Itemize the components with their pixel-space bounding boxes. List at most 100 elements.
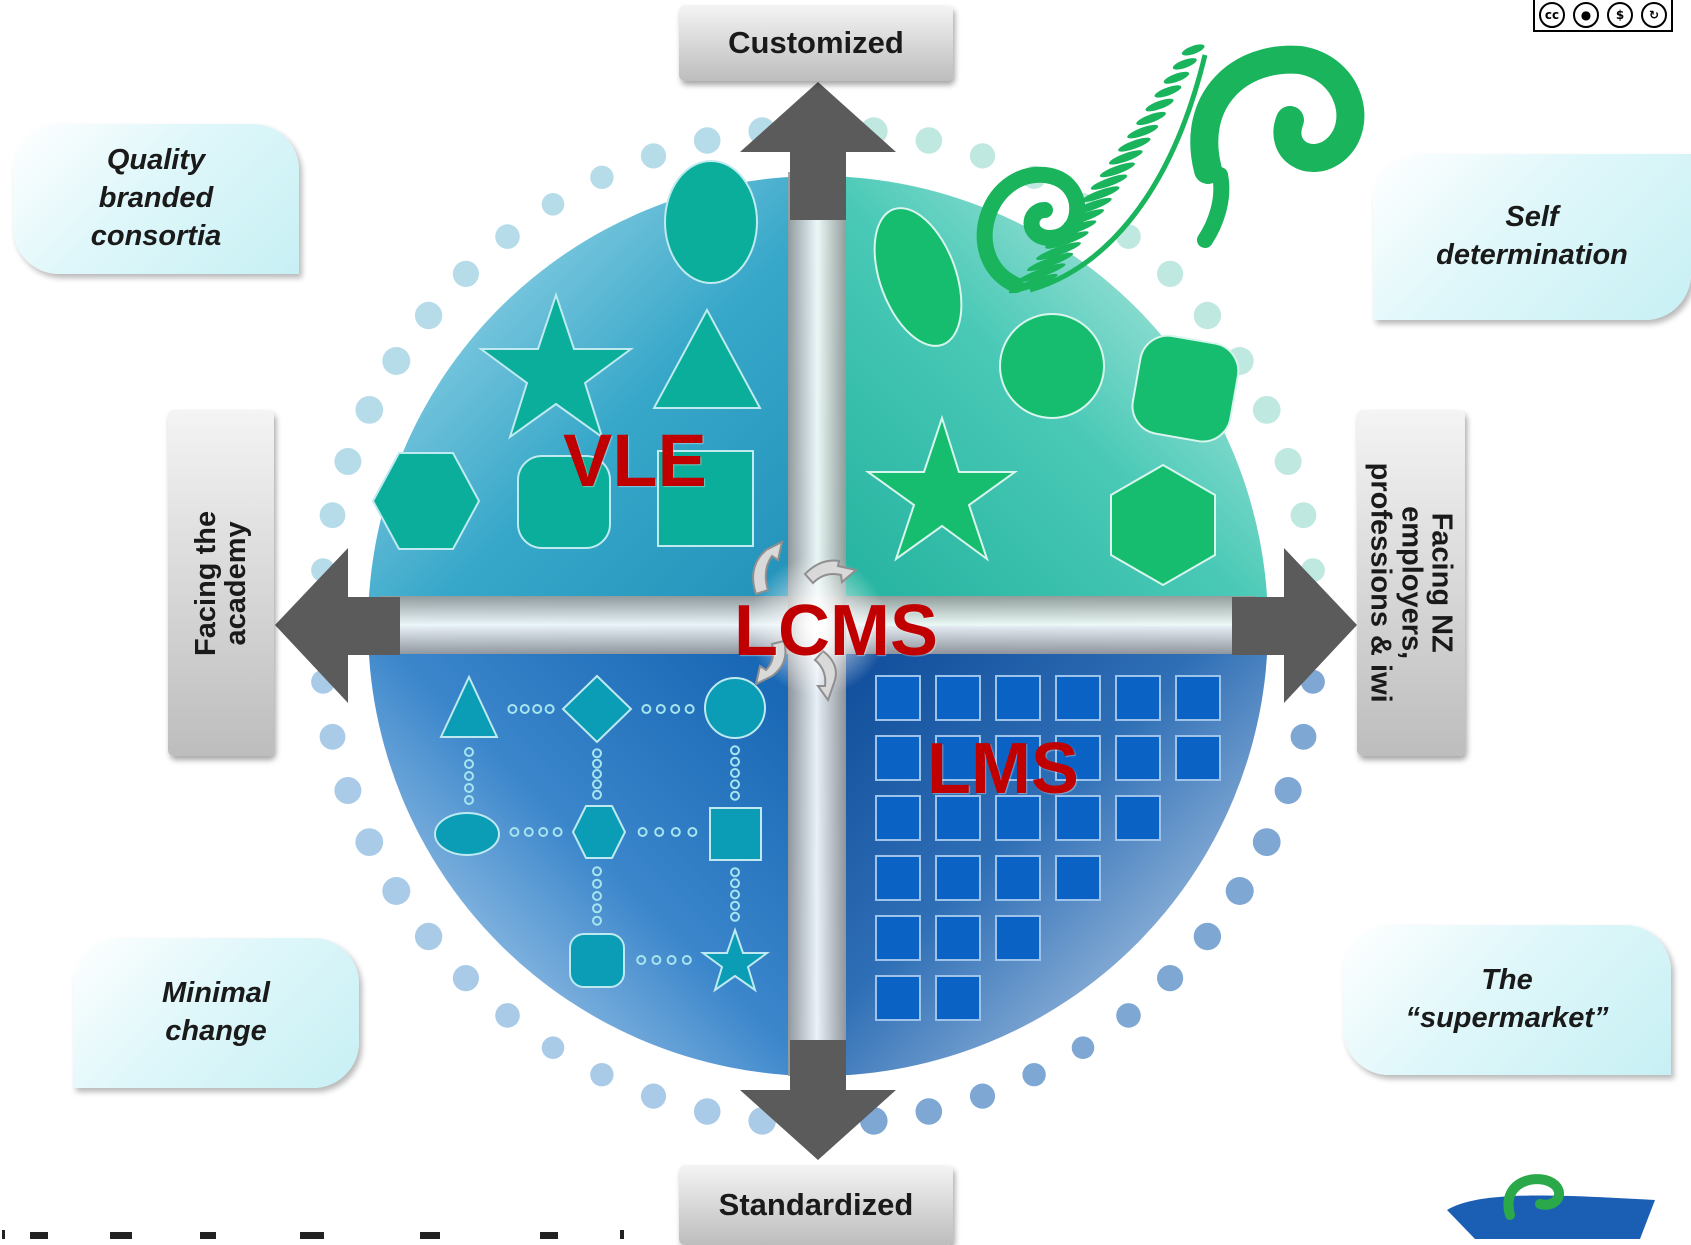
grid-square [875,735,921,781]
connector-dot [592,878,602,889]
grid-square [1115,735,1161,781]
label-lms: LMS [927,729,1079,809]
connector-dot [730,878,740,889]
grid-square [995,795,1041,841]
arrow-right [1232,548,1357,703]
connector-dot [507,704,518,714]
ring-dot [1252,396,1281,424]
connector-dot [538,827,549,837]
hexagon-shape [371,452,481,550]
ring-dot [1274,777,1302,804]
connector-dot [464,771,474,781]
corner-line: determination [1436,239,1628,271]
grid-square [935,675,981,721]
fern-leaf [1145,98,1174,112]
connector-dot [637,827,648,837]
axis-label-top: Customized [679,5,953,81]
fern-leaf [1172,58,1197,70]
connector-dot [730,900,740,911]
flow-connector-dots [464,704,740,965]
hexagon-shape [1110,463,1216,587]
ring-dot [495,224,520,249]
connector-dot [592,789,602,800]
ellipse-shape [664,160,758,284]
ring-dot [319,502,346,529]
rounded-square-shape [517,455,611,549]
grid-square [935,975,981,1021]
connector-dot [523,827,534,837]
ring-dot [1157,965,1184,992]
connector-dot [532,704,543,714]
corner-line: Quality [106,144,206,177]
ring-dot [355,828,384,856]
connector-dot [730,745,740,756]
ring-dot [1193,922,1222,951]
connector-dot [730,779,740,790]
fern-leaf [1136,111,1166,126]
cut-off-caption [2,1230,624,1239]
connector-dot [636,955,647,965]
ring-dot [1116,224,1141,249]
ring-dot [1274,448,1302,475]
connector-dot [592,903,602,914]
grid-square [1055,795,1101,841]
sa-icon: ↻ [1641,2,1667,28]
connector-dot [464,759,474,769]
corner-label-bottom-left: Minimal change [73,938,359,1088]
ring-dot [452,965,479,992]
connector-dot [509,827,520,837]
label-lcms: LCMS [734,591,938,671]
ring-dot [1252,828,1281,856]
corner-line: change [165,1015,267,1047]
connector-dot [670,827,681,837]
axis-label-left-line: Facing the [189,510,222,656]
ellipse-shape [873,207,963,347]
grid-square [875,855,921,901]
recycle-arrows-icon [752,540,859,703]
grid-square [935,855,981,901]
corner-line: “supermarket” [1405,1002,1609,1034]
grid-square [875,915,921,961]
cc-icon: cc [1539,2,1565,28]
ring-dot [1290,502,1317,529]
triangle-shape [652,307,762,409]
fern-leaf [1163,71,1190,84]
fern-leaf [1008,273,1058,294]
rounded-square-shape [1131,334,1240,443]
fern-leaf [1099,162,1135,178]
connector-dot [655,704,666,714]
ring-dot [1225,877,1254,905]
connector-dot [651,955,662,965]
connector-dot [552,827,563,837]
grid-square [935,915,981,961]
connector-dot [687,827,698,837]
axis-label-bottom-text: Standardized [718,1186,914,1222]
ring-dot [414,922,443,951]
connector-dot [730,889,740,900]
creative-commons-badge: cc ● $ ↻ [1533,0,1673,32]
arrow-down [740,1040,896,1160]
grid-square [995,735,1041,781]
grid-square [875,975,921,1021]
axis-label-right-line: employers, [1395,506,1428,660]
axis-label-left: Facing the academy [168,410,274,756]
corner-line: consortia [90,219,222,252]
axis-label-left-line: academy [220,520,253,646]
connector-dot [464,747,474,757]
axis-label-right: Facing NZ employers, professions & iwi [1357,410,1465,756]
connector-dot [654,827,665,837]
rounded-square-shape [569,933,625,988]
connector-dot [592,779,602,790]
connector-dot [592,758,602,769]
corner-line: Self [1505,201,1559,234]
square-shape [657,450,754,547]
grid-square [1175,675,1221,721]
arrow-up [740,82,896,220]
corner-label-top-right: Self determination [1373,154,1691,320]
connector-dot [681,955,692,965]
square-shape [709,807,762,861]
connector-dot [730,911,740,922]
connector-dot [670,704,681,714]
grid-square [995,915,1041,961]
